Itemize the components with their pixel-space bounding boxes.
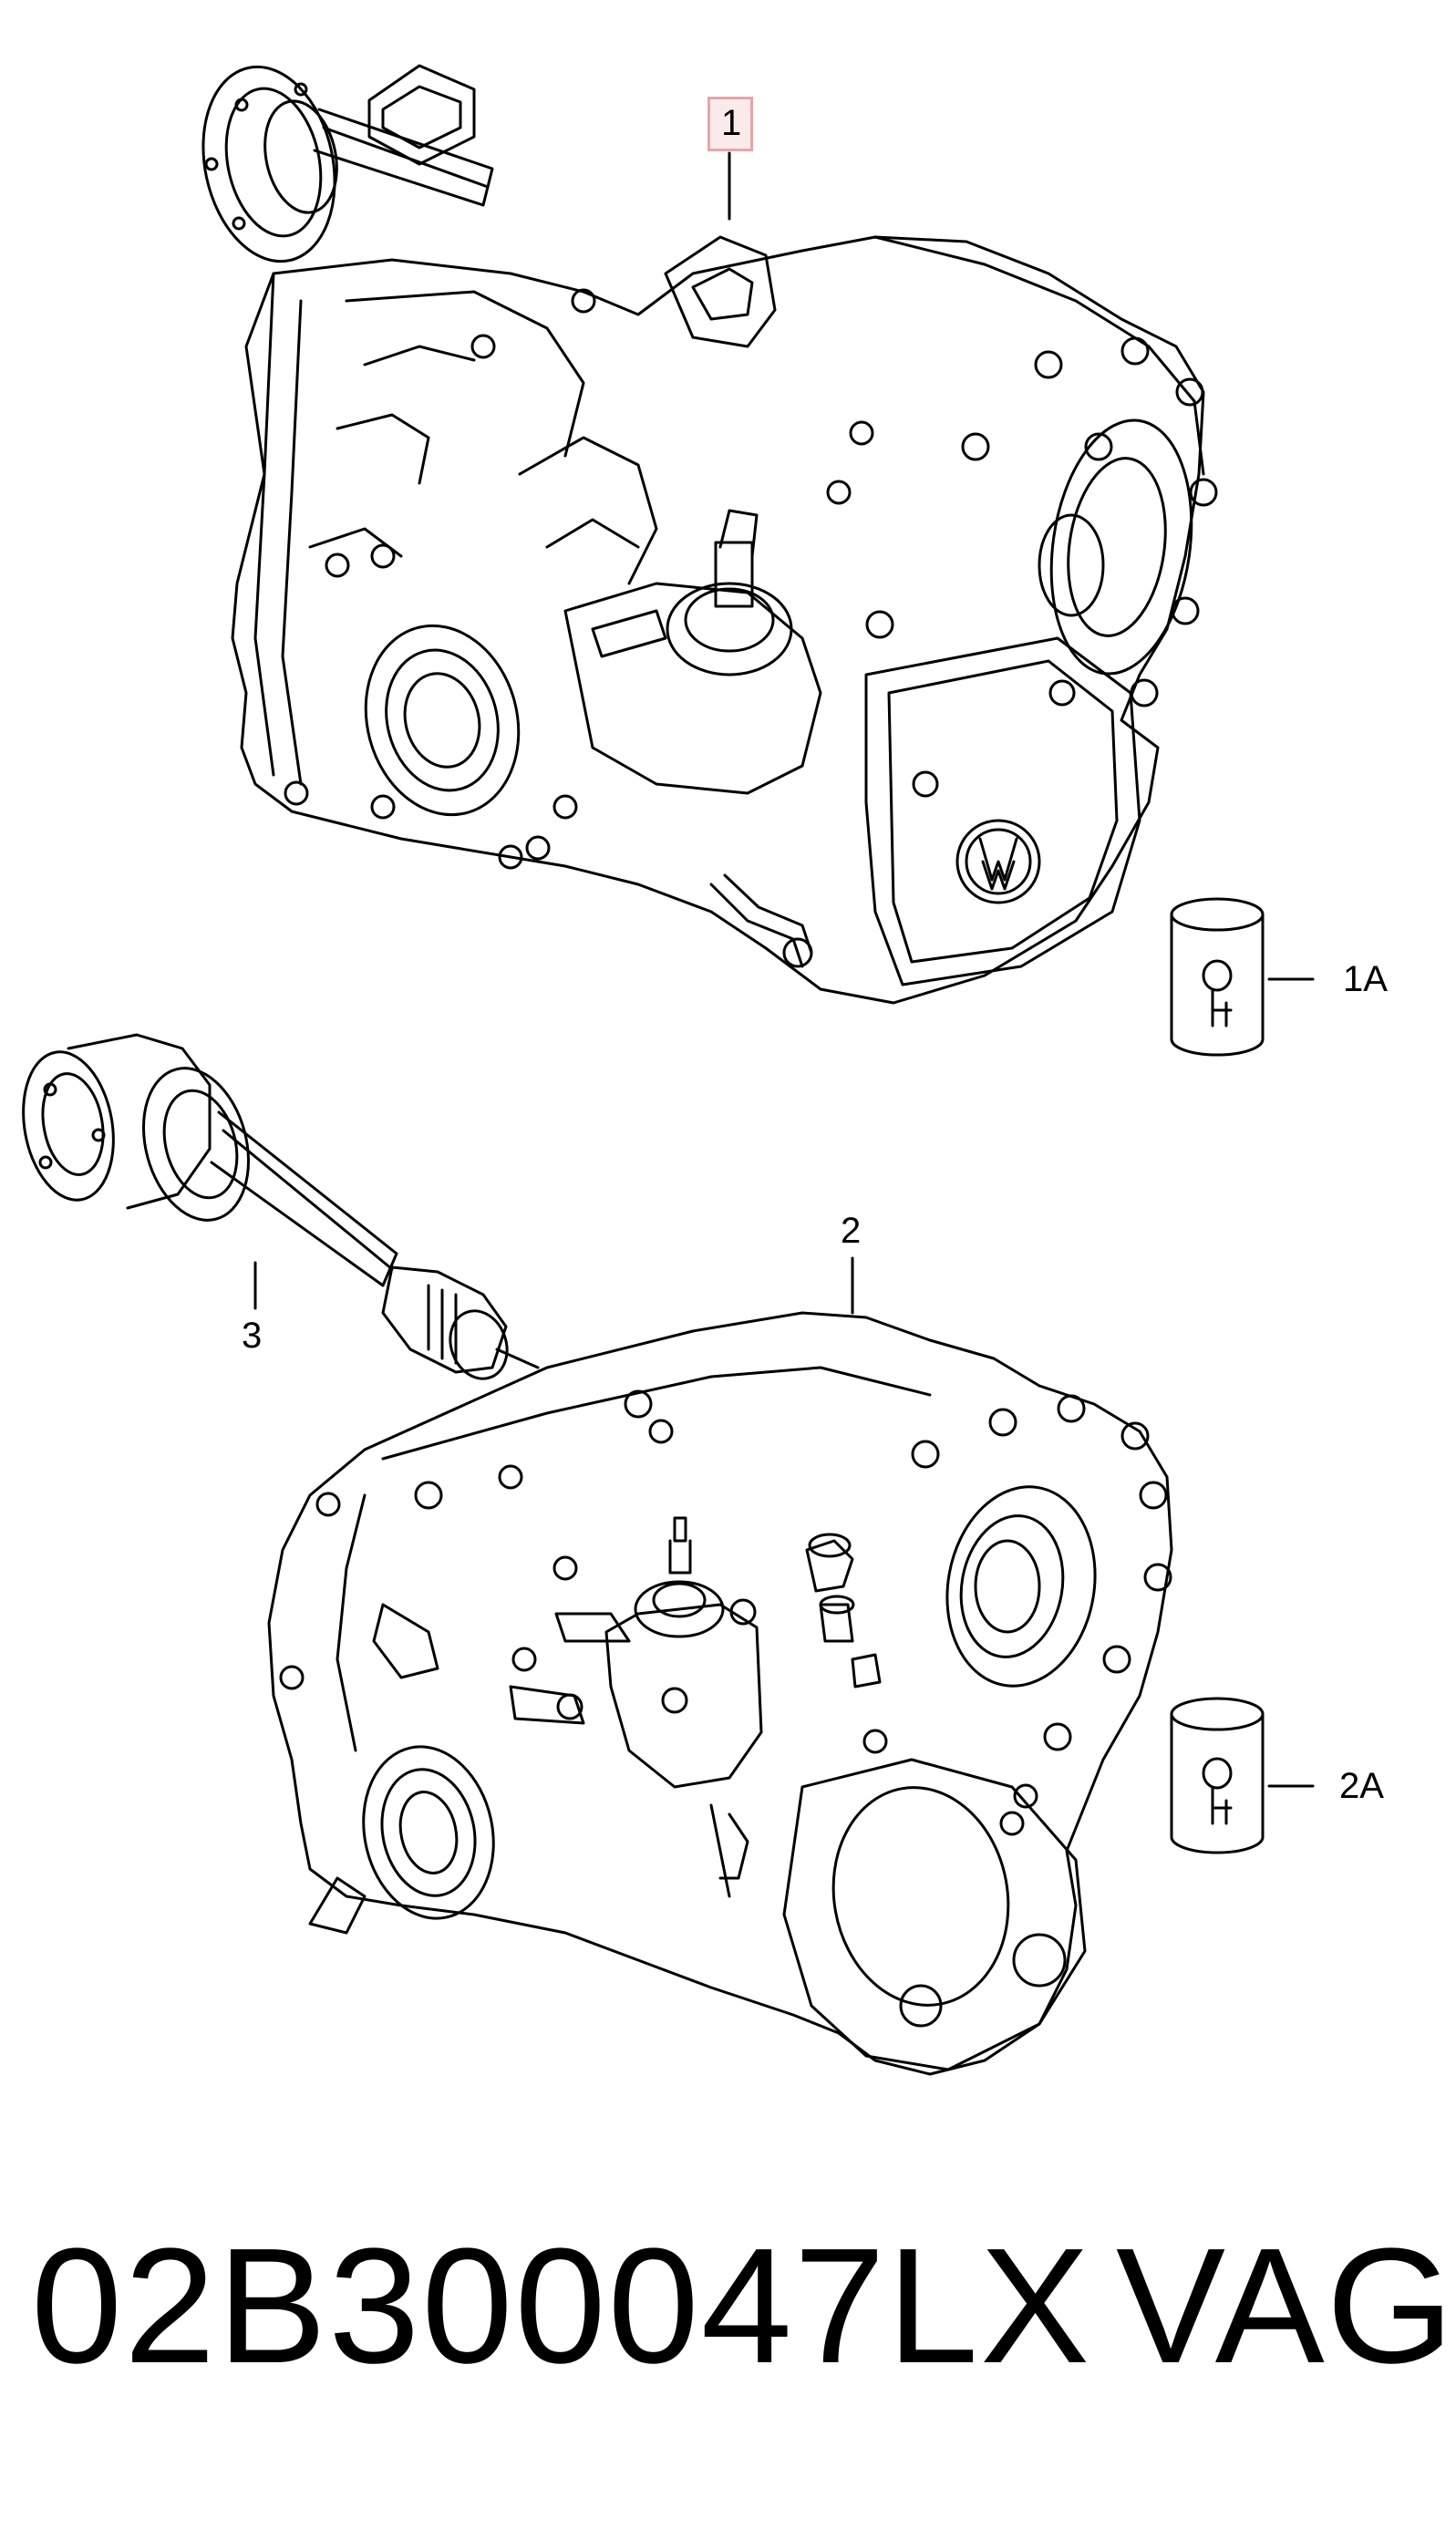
callout-label-1[interactable]: 1 xyxy=(721,103,742,143)
driveshaft-3[interactable] xyxy=(12,1033,540,1387)
callout-highlight-1[interactable] xyxy=(707,97,753,151)
brand-name: VAG xyxy=(1116,2215,1456,2398)
callout-label-2[interactable]: 2 xyxy=(841,1211,862,1251)
gearbox-housing-2[interactable] xyxy=(267,1311,1173,2076)
callout-label-3[interactable]: 3 xyxy=(242,1316,263,1356)
part-number: 02B300047LX xyxy=(31,2215,1092,2398)
oil-bottle-2a[interactable] xyxy=(1170,1697,1265,1854)
callout-label-2a[interactable]: 2A xyxy=(1339,1766,1384,1806)
oil-bottle-1a[interactable] xyxy=(1170,897,1265,1057)
gearbox-assembly-1[interactable] xyxy=(186,55,1218,1005)
callout-label-1a[interactable]: 1A xyxy=(1343,959,1388,999)
